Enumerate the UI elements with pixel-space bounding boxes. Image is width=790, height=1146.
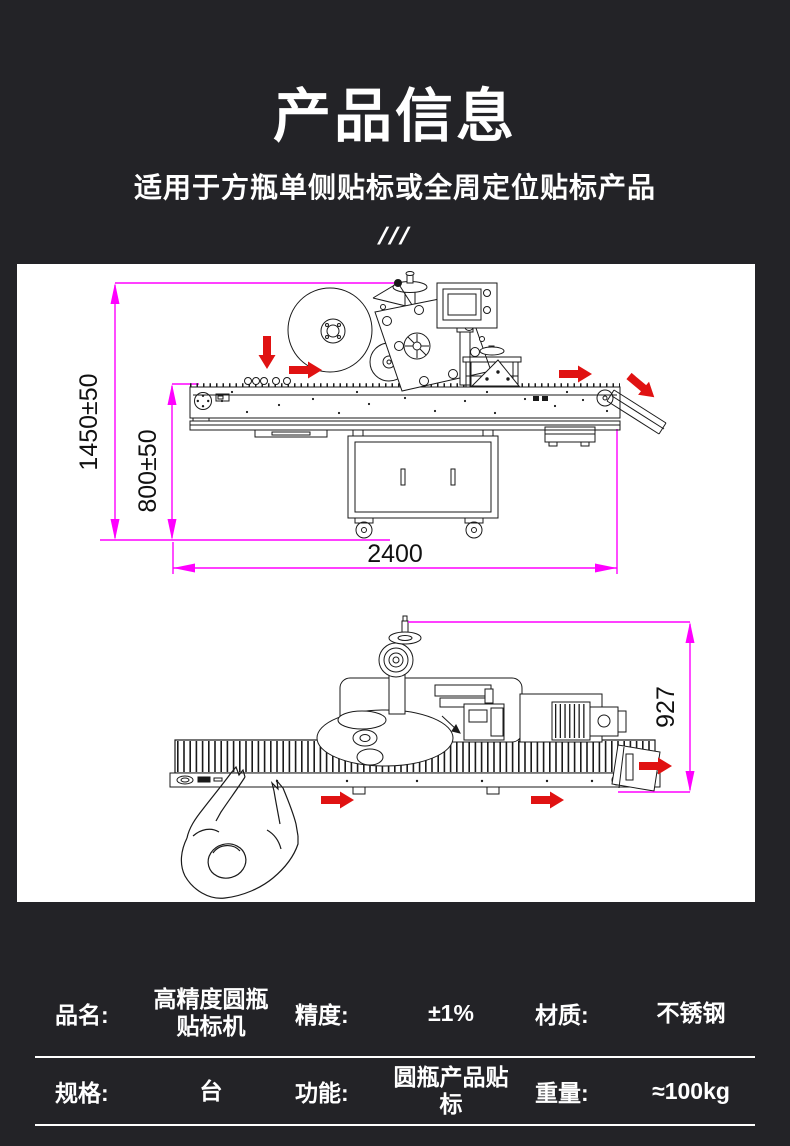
spec-specification: 规格: 台 xyxy=(35,1074,275,1108)
spec-value: 高精度圆瓶 贴标机 xyxy=(153,986,269,1039)
spec-label: 精度: xyxy=(295,1002,349,1028)
page-subtitle: 适用于方瓶单侧贴标或全周定位贴标产品 xyxy=(133,171,656,203)
spec-material: 材质: 不锈钢 xyxy=(515,996,755,1030)
spec-label: 材质: xyxy=(535,1002,589,1028)
page-title: 产品信息 xyxy=(272,84,517,149)
drawing-panel: 1450±50 800±50 2400 xyxy=(17,264,755,902)
dim-overall-width: 927 xyxy=(652,686,680,728)
machine-diagram: 1450±50 800±50 2400 xyxy=(75,271,695,899)
spec-precision: 精度: ±1% xyxy=(275,996,515,1030)
plan-flow-arrows xyxy=(321,757,672,809)
spec-product-name: 品名: 高精度圆瓶 贴标机 xyxy=(35,986,275,1040)
spec-row-1: 品名: 高精度圆瓶 贴标机 精度: ±1% 材质: 不锈钢 xyxy=(35,972,755,1058)
dim-overall-height: 1450±50 xyxy=(75,373,103,470)
side-machine xyxy=(189,271,667,539)
plan-view: 927 xyxy=(169,615,695,899)
spec-label: 功能: xyxy=(295,1080,349,1106)
spec-value: 不锈钢 xyxy=(656,999,726,1026)
side-dimension-lines xyxy=(100,282,618,574)
spec-function: 功能: 圆瓶产品贴 标 xyxy=(275,1064,515,1118)
spec-value: ±1% xyxy=(428,999,474,1026)
side-flow-arrows xyxy=(258,336,655,398)
spec-label: 重量: xyxy=(535,1080,589,1106)
dim-overall-length: 2400 xyxy=(367,540,423,568)
plan-dimension-lines xyxy=(408,621,691,793)
spec-table: 品名: 高精度圆瓶 贴标机 精度: ±1% 材质: 不锈钢 规格: 台 功能: … xyxy=(35,972,755,1126)
dim-belt-height: 800±50 xyxy=(134,429,162,512)
operator-figure xyxy=(180,765,299,899)
spec-value: 台 xyxy=(199,1077,223,1104)
side-view: 1450±50 800±50 2400 xyxy=(75,271,667,574)
slashes-decor-icon: /// xyxy=(377,222,413,250)
spec-value: 圆瓶产品贴 标 xyxy=(393,1064,509,1117)
spec-value: ≈100kg xyxy=(652,1077,730,1104)
plan-machine xyxy=(169,615,661,795)
page-header: 产品信息 适用于方瓶单侧贴标或全周定位贴标产品 /// xyxy=(0,0,790,251)
spec-weight: 重量: ≈100kg xyxy=(515,1074,755,1108)
plan-dimension-arrowheads xyxy=(685,622,695,792)
spec-label: 规格: xyxy=(55,1080,109,1106)
side-dimension-arrowheads xyxy=(110,283,617,573)
spec-label: 品名: xyxy=(55,1002,109,1028)
spec-row-2: 规格: 台 功能: 圆瓶产品贴 标 重量: ≈100kg xyxy=(35,1058,755,1126)
